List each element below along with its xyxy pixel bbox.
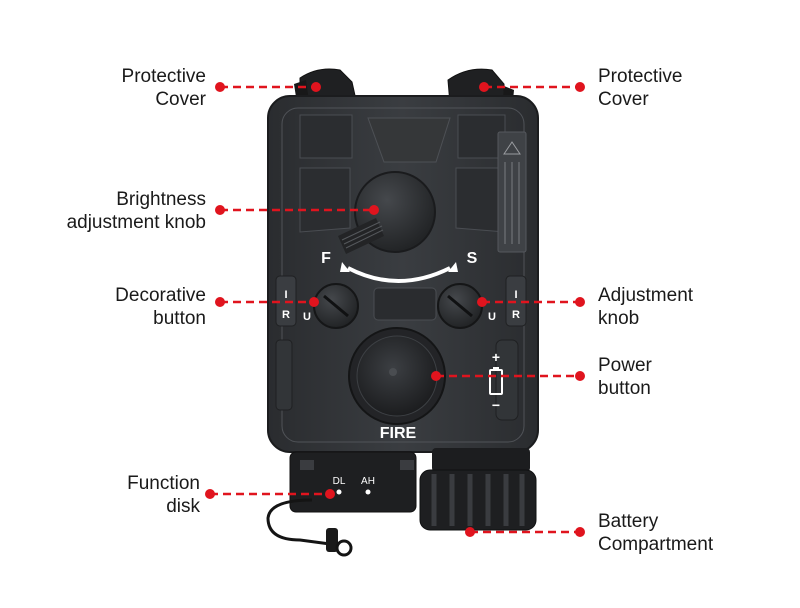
callout-decorative-button: Decorative button: [70, 284, 206, 330]
switch-left-top-label: I: [284, 289, 287, 301]
callout-lines: [210, 85, 580, 534]
s-label: S: [467, 250, 478, 267]
dot-power-b: [575, 371, 585, 381]
dot-adjustment-a: [477, 297, 487, 307]
dot-function-b: [325, 489, 335, 499]
dot-decorative-a: [215, 297, 225, 307]
callout-protective-cover-right-line2: Cover: [598, 89, 649, 110]
dot-protective-cover-left-a: [215, 82, 225, 92]
dot-battery-a: [465, 527, 475, 537]
callout-function-disk-line1: Function: [127, 473, 200, 494]
battery-icon: [489, 367, 503, 395]
dot-brightness-b: [369, 205, 379, 215]
callout-brightness-knob-line2: adjustment knob: [66, 212, 206, 233]
callout-brightness-knob: Brightness adjustment knob: [36, 188, 206, 234]
callout-battery-compartment-line2: Compartment: [598, 534, 714, 555]
callout-protective-cover-left-line2: Cover: [155, 89, 206, 110]
switch-right-bottom-label: R: [512, 309, 520, 321]
callout-battery-compartment: Battery Compartment: [598, 510, 748, 556]
battery-minus-label: −: [492, 397, 500, 413]
callout-power-button: Power button: [598, 354, 718, 400]
dot-protective-cover-left-b: [311, 82, 321, 92]
adjustment-knob-shape: [437, 283, 483, 329]
battery-plus-label: +: [492, 349, 500, 365]
dot-brightness-a: [215, 205, 225, 215]
ah-label: AH: [361, 476, 375, 487]
callout-power-button-line1: Power: [598, 355, 652, 376]
decorative-button-shape: [313, 283, 359, 329]
dot-protective-cover-right-b: [575, 82, 585, 92]
callout-power-button-line2: button: [598, 378, 651, 399]
dot-function-a: [205, 489, 215, 499]
knob-right-u-label: U: [488, 311, 496, 323]
callout-adjustment-knob: Adjustment knob: [598, 284, 748, 330]
power-button-shape: [348, 327, 446, 425]
callout-protective-cover-left-line1: Protective: [121, 66, 206, 87]
callout-protective-cover-right: Protective Cover: [598, 65, 738, 111]
lower-bracket: [289, 451, 417, 513]
dot-adjustment-b: [575, 297, 585, 307]
f-label: F: [321, 250, 331, 267]
callout-function-disk: Function disk: [90, 472, 200, 518]
switch-left-bottom-label: R: [282, 309, 290, 321]
fs-selector-arc: [340, 262, 458, 283]
lanyard-cord: [266, 498, 353, 557]
battery-cap-shape: [419, 448, 537, 531]
callout-function-disk-line2: disk: [166, 496, 200, 517]
dot-protective-cover-right-a: [479, 82, 489, 92]
fire-label: FIRE: [380, 425, 417, 442]
callout-adjustment-knob-line1: Adjustment: [598, 285, 694, 306]
device-body: [267, 95, 539, 453]
callout-dots: [205, 82, 585, 537]
callout-protective-cover-right-line1: Protective: [598, 66, 683, 87]
switch-right-top-label: I: [514, 289, 517, 301]
dot-battery-b: [575, 527, 585, 537]
callout-battery-compartment-line1: Battery: [598, 511, 659, 532]
callout-protective-cover-left: Protective Cover: [90, 65, 206, 111]
dot-decorative-b: [309, 297, 319, 307]
callout-decorative-button-line1: Decorative: [115, 285, 206, 306]
dl-label: DL: [333, 476, 346, 487]
callout-brightness-knob-line1: Brightness: [116, 189, 206, 210]
brightness-knob[interactable]: [338, 171, 436, 254]
knob-left-u-label: U: [303, 311, 311, 323]
dot-power-a: [431, 371, 441, 381]
callout-adjustment-knob-line2: knob: [598, 308, 640, 329]
callout-decorative-button-line2: button: [153, 308, 206, 329]
